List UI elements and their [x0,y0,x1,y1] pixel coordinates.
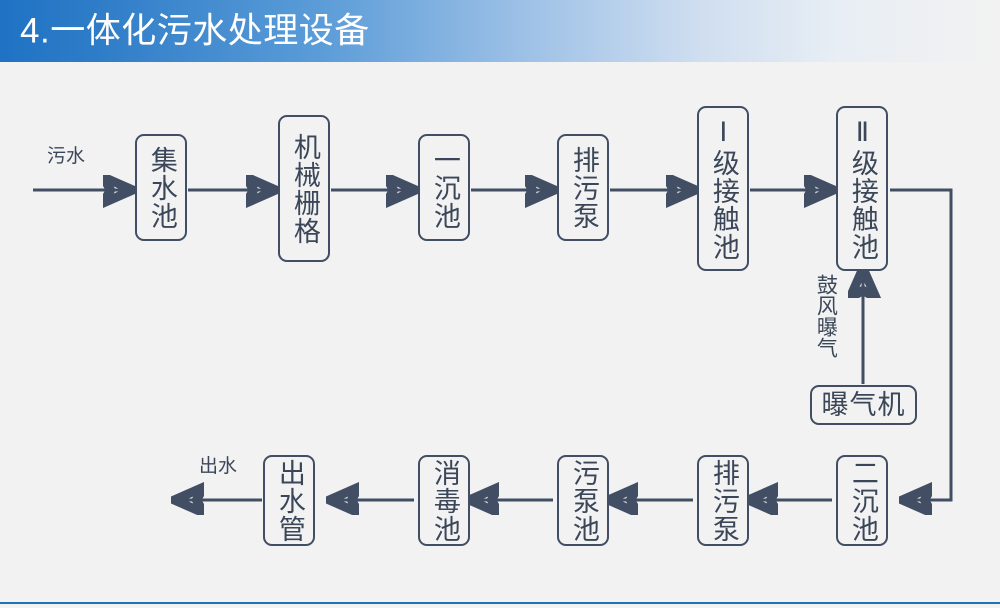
node-secondary-sedimentation-tank[interactable]: 二沉池 [836,455,888,546]
bottom-accent-rule [0,602,1000,604]
node-label: 排污泵 [568,145,599,230]
page-title: 4.一体化污水处理设备 [20,11,370,51]
node-label: 排污泵 [708,458,739,543]
node-label: Ⅰ级接触池 [708,116,739,261]
node-mechanical-grille[interactable]: 机械栅格 [278,115,330,262]
node-collection-tank[interactable]: 集水池 [135,134,187,241]
node-label: 污泵池 [568,458,599,543]
title-banner: 4.一体化污水处理设备 [0,0,1000,62]
node-sewage-pump-top[interactable]: 排污泵 [557,134,609,241]
edge-n6-to-n8 [890,188,953,500]
node-contact-tank-2[interactable]: Ⅱ级接触池 [836,106,888,271]
node-primary-sedimentation-tank[interactable]: 一沉池 [418,134,470,241]
node-label: 消毒池 [429,458,460,543]
node-label: 机械栅格 [289,132,320,245]
node-contact-tank-1[interactable]: Ⅰ级接触池 [697,106,749,271]
label-influent: 污水 [47,146,86,167]
node-disinfection-tank[interactable]: 消毒池 [418,455,470,546]
node-label: Ⅱ级接触池 [847,116,878,261]
node-sludge-pump-tank[interactable]: 污泵池 [557,455,609,546]
label-effluent: 出水 [199,456,238,477]
label-blower-aeration: 鼓风曝气 [814,274,838,358]
node-sewage-pump-bottom[interactable]: 排污泵 [697,455,749,546]
node-label: 曝气机 [821,389,906,420]
node-label: 集水池 [146,145,177,230]
node-aerator[interactable]: 曝气机 [810,385,917,425]
node-outlet-pipe[interactable]: 出水管 [263,455,315,546]
node-label: 二沉池 [847,458,878,543]
node-label: 出水管 [274,458,305,543]
process-flow-diagram: 集水池 机械栅格 一沉池 排污泵 Ⅰ级接触池 Ⅱ级接触池 曝气机 二沉池 排污泵 [0,62,1000,602]
node-label: 一沉池 [429,145,460,230]
